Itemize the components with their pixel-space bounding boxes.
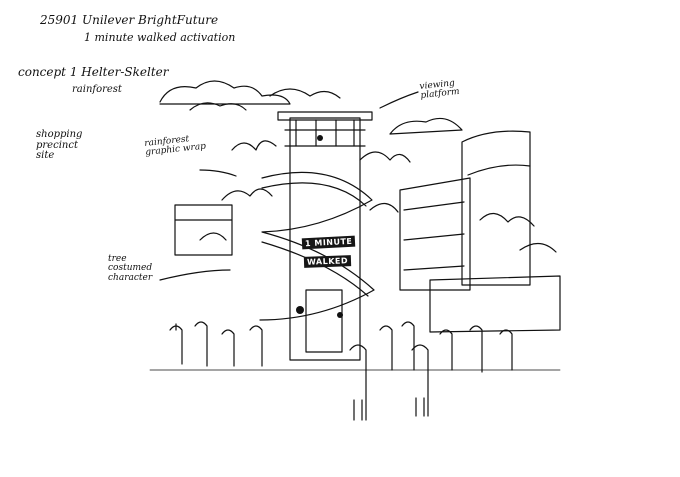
project-title: 25901 Unilever BrightFuture — [40, 13, 219, 27]
concept-label: concept 1 Helter-Skelter — [18, 65, 169, 79]
tower-sign-line-2: WALKED — [303, 255, 352, 268]
project-subtitle: 1 minute walked activation — [84, 31, 236, 44]
cloud-outline — [159, 80, 291, 105]
tree-character-label: tree costumed character — [108, 254, 153, 283]
right-building — [461, 130, 531, 286]
viewing-platform — [277, 111, 373, 121]
tower-body — [289, 117, 361, 361]
crowd — [169, 321, 513, 421]
concept-sublabel: rainforest — [72, 84, 122, 95]
left-building — [174, 204, 233, 256]
cloud-outline-right — [389, 117, 463, 135]
foliage — [199, 140, 557, 253]
spiral-slide — [259, 171, 375, 321]
shopping-precinct-label: shopping precinct site — [36, 129, 83, 161]
